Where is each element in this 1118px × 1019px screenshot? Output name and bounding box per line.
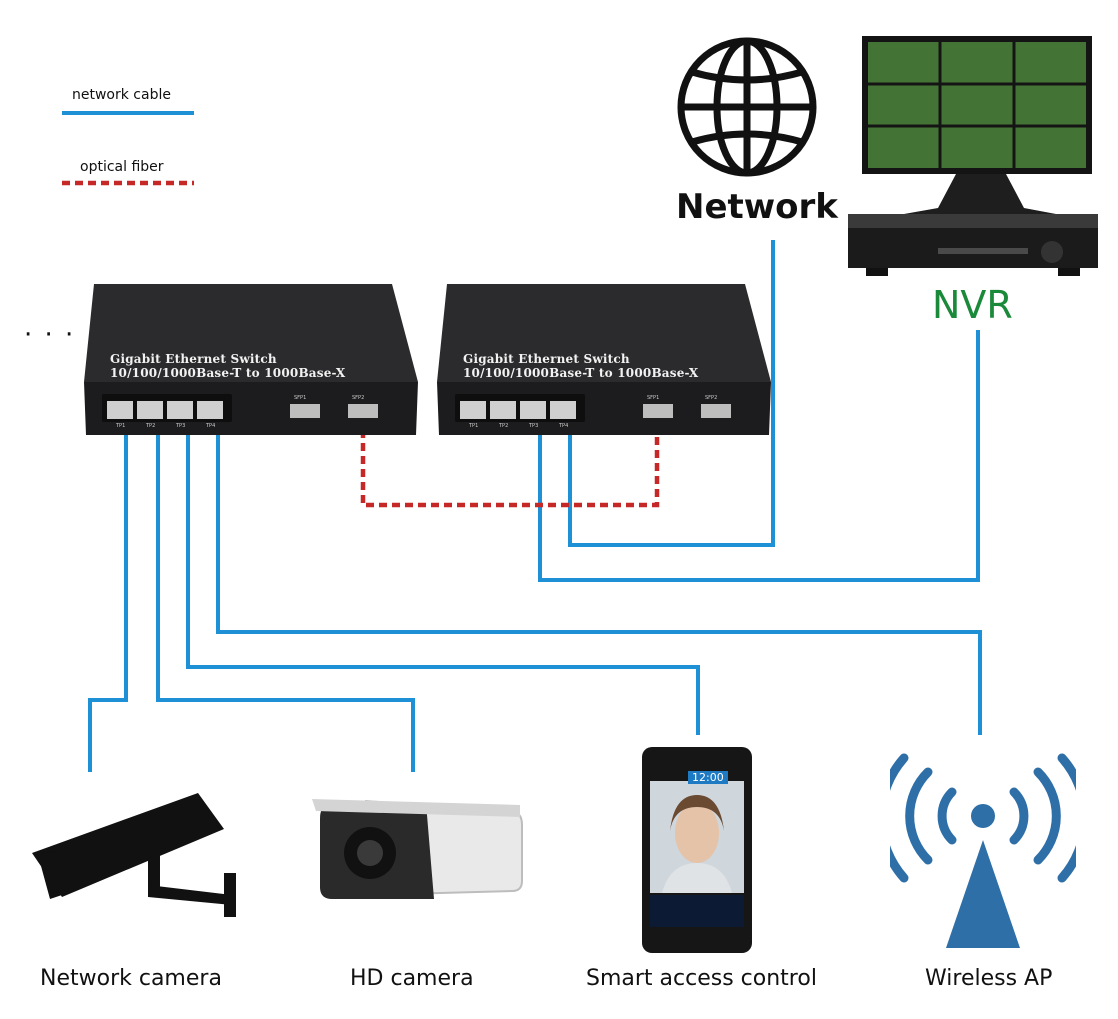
smart-access-label: Smart access control [586, 966, 817, 991]
sfp-label-1: SFP1 [647, 395, 660, 401]
port-label-tp3: TP3 [529, 423, 539, 429]
more-switches-ellipsis: · · · [24, 320, 76, 350]
ethernet-switch-2: Gigabit Ethernet Switch 10/100/1000Base-… [433, 282, 773, 437]
cable-network-camera [88, 432, 128, 772]
smart-access-device-icon [642, 747, 752, 953]
network-camera-icon [32, 793, 236, 917]
switch-body [84, 284, 418, 435]
access-screen-time: 12:00 [688, 771, 728, 784]
hd-camera-label: HD camera [350, 966, 474, 991]
port-label-tp1: TP1 [116, 423, 126, 429]
switch-subtitle: 10/100/1000Base-T to 1000Base-X [463, 366, 699, 380]
hd-camera-icon [312, 799, 523, 899]
legend-optical-fiber-label: optical fiber [80, 159, 164, 175]
sfp-label-2: SFP2 [352, 395, 365, 401]
port-label-tp3: TP3 [176, 423, 186, 429]
cable-smart-access [186, 432, 700, 735]
switch-subtitle: 10/100/1000Base-T to 1000Base-X [110, 366, 346, 380]
network-label: Network [676, 187, 838, 227]
network-camera-label: Network camera [40, 966, 222, 991]
sfp-label-1: SFP1 [294, 395, 307, 401]
wireless-ap-icon [890, 753, 1076, 948]
switch-body [437, 284, 771, 435]
globe-icon [677, 37, 817, 177]
wireless-ap-label: Wireless AP [925, 966, 1053, 991]
nvr-label: NVR [932, 283, 1013, 327]
port-label-tp4: TP4 [206, 423, 216, 429]
sfp-label-2: SFP2 [705, 395, 718, 401]
port-label-tp2: TP2 [499, 423, 509, 429]
cable-wireless-ap [216, 432, 982, 735]
switch-title: Gigabit Ethernet Switch [463, 352, 630, 366]
port-label-tp1: TP1 [469, 423, 479, 429]
legend-network-cable-label: network cable [72, 87, 171, 103]
port-label-tp2: TP2 [146, 423, 156, 429]
switch-title: Gigabit Ethernet Switch [110, 352, 277, 366]
monitor-nvr-icon [848, 36, 1098, 276]
cable-hd-camera [156, 432, 415, 772]
port-label-tp4: TP4 [559, 423, 569, 429]
fiber-link [360, 430, 660, 508]
ethernet-switch-1: Gigabit Ethernet Switch 10/100/1000Base-… [80, 282, 420, 437]
cable-network [568, 240, 775, 547]
